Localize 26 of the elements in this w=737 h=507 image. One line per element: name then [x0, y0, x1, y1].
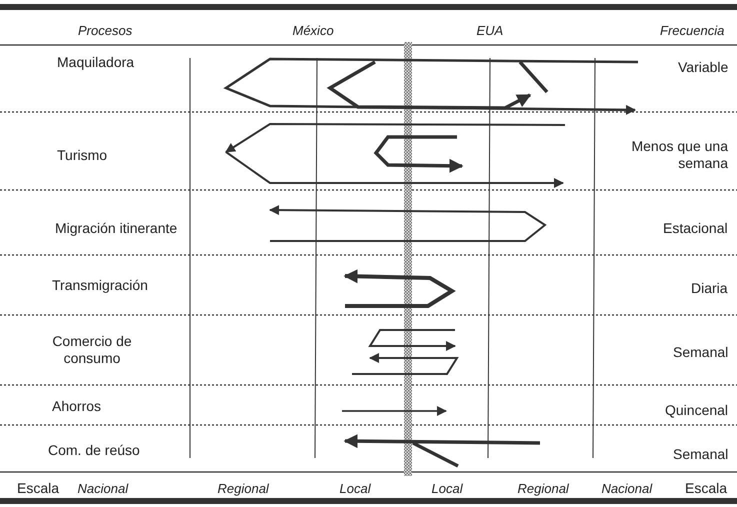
scale-label: Nacional [602, 480, 652, 496]
scale-label: Regional [218, 480, 269, 496]
process-name: Com. de reúso [48, 442, 140, 458]
frequency-label: Semanal [673, 446, 728, 462]
column-header: Procesos [78, 22, 132, 38]
column-header: México [292, 22, 334, 38]
scale-label: Regional [518, 480, 569, 496]
column-header: EUA [476, 22, 504, 38]
scale-label: Escala [685, 480, 728, 496]
process-name: Maquiladora [57, 54, 134, 70]
scale-label: Escala [17, 480, 60, 496]
process-name: Turismo [57, 146, 108, 164]
frequency-label: Quincenal [665, 402, 728, 418]
process-name: Comercio de consumo [51, 333, 133, 367]
process-name: Transmigración [52, 276, 148, 294]
frequency-label: Variable [678, 58, 728, 76]
frequency-label: Menos que una semana [630, 138, 728, 172]
frequency-label: Diaria [691, 280, 728, 296]
column-header: Frecuencia [660, 22, 724, 38]
process-name: Migración itinerante [55, 220, 178, 236]
scale-label: Local [432, 480, 463, 496]
frequency-label: Estacional [663, 220, 728, 236]
scale-label: Local [340, 480, 371, 496]
scale-label: Nacional [78, 480, 128, 496]
process-name: Ahorros [52, 398, 102, 414]
frequency-label: Semanal [673, 344, 728, 360]
